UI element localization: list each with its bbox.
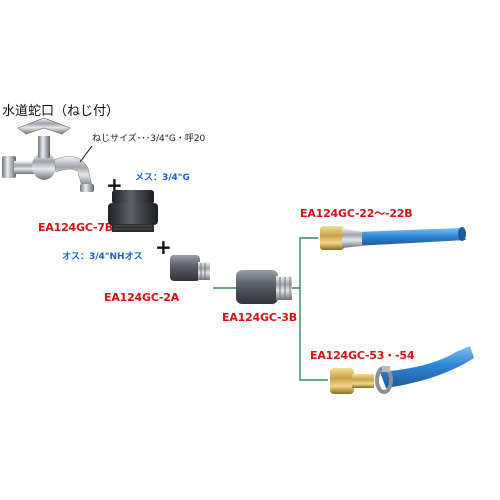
note-pointer <box>79 145 93 163</box>
faucet-icon <box>2 117 94 192</box>
thread-size-note: ねじサイズ･･･3/4"G・呼20 <box>92 134 206 144</box>
male-thread-label: オス：3/4"NHオス <box>62 252 143 262</box>
faucet-title: 水道蛇口（ねじ付） <box>2 104 120 119</box>
part-label-7b: EA124GC-7B <box>38 221 113 234</box>
female-thread-label: メス：3/4"G <box>135 173 190 183</box>
adapter-7b-icon <box>108 190 158 232</box>
hose-fitting-22-icon <box>320 226 466 250</box>
part-label-3b: EA124GC-3B <box>222 311 297 324</box>
part-label-53: EA124GC-53・-54 <box>310 349 415 362</box>
branch-line-lower <box>299 288 328 381</box>
part-label-2a: EA124GC-2A <box>104 291 180 304</box>
adapter-2a-icon <box>170 255 210 281</box>
hose-fitting-53-icon <box>330 346 474 394</box>
part-label-22: EA124GC-22～-22B <box>300 207 413 220</box>
branch-line-upper <box>292 237 318 289</box>
plus-sign-2: + <box>155 235 172 259</box>
connector-3b-icon <box>236 270 292 304</box>
